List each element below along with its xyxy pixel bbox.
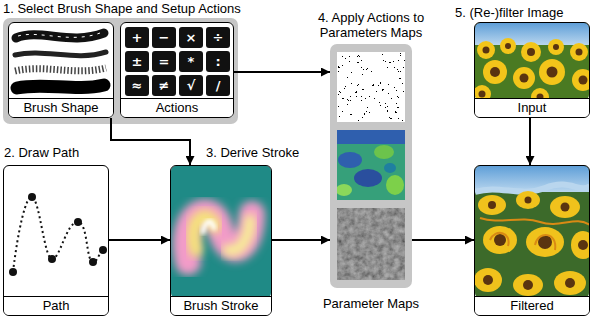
maps-panel: 4. Apply Actions to Parameters MapsParam… <box>330 44 412 288</box>
step-panel: 1. Select Brush Shape and Setup ActionsB… <box>3 18 238 124</box>
flow-arrow <box>109 239 170 241</box>
box-label: Filtered <box>475 296 589 315</box>
actions-box: Actions +−×÷ ±=*: ≈≠√/ <box>120 22 234 118</box>
action-symbol: = <box>152 51 176 72</box>
box-label: Brush Stroke <box>171 296 271 315</box>
step-title: 3. Derive Stroke <box>206 145 299 160</box>
box-label: Brush Shape <box>9 98 113 117</box>
flow-arrow <box>272 239 330 241</box>
action-symbol: ± <box>125 51 149 72</box>
brush-box: Brush Shape <box>8 22 114 118</box>
box-label: Actions <box>121 98 233 117</box>
step-title: 4. Apply Actions to Parameters Maps <box>311 10 431 40</box>
flow-arrow <box>529 118 531 165</box>
action-symbol: / <box>206 75 230 96</box>
step-title: 5. (Re-)filter Image <box>455 5 563 20</box>
panel-label: Parameter Maps <box>310 296 432 311</box>
stroke-box: 3. Derive StrokeBrush Stroke <box>170 165 272 316</box>
box-label: Input <box>475 98 589 117</box>
action-symbol: ≠ <box>152 75 176 96</box>
flow-arrow <box>111 118 190 165</box>
action-symbol: : <box>206 51 230 72</box>
step-title: 1. Select Brush Shape and Setup Actions <box>3 1 241 16</box>
action-symbol: √ <box>179 75 203 96</box>
image-box: 5. (Re-)filter ImageInput <box>474 22 590 118</box>
action-symbol: − <box>152 27 176 48</box>
path-box: 2. Draw PathPath <box>3 165 109 316</box>
flow-arrow <box>412 239 474 241</box>
box-label: Path <box>4 296 108 315</box>
step-title: 2. Draw Path <box>4 145 79 160</box>
image-box: Filtered <box>474 165 590 316</box>
action-symbol: ≈ <box>125 75 149 96</box>
action-symbol: × <box>179 27 203 48</box>
action-symbol: ÷ <box>206 27 230 48</box>
flow-arrow <box>234 71 330 73</box>
action-symbol: * <box>179 51 203 72</box>
action-symbol: + <box>125 27 149 48</box>
